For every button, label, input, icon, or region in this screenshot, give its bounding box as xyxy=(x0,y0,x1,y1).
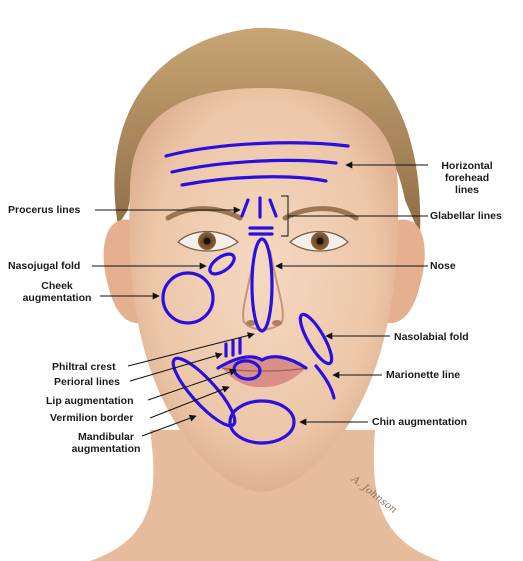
forehead-line-1 xyxy=(164,141,350,158)
label-procerus-lines: Procerus lines xyxy=(8,204,81,216)
label-nose: Nose xyxy=(430,260,456,272)
forehead-line-3 xyxy=(180,175,328,187)
label-philtral-crest: Philtral crest xyxy=(52,361,116,373)
label-horizontal-forehead-lines: Horizontal forehead lines xyxy=(441,160,493,196)
marionette-marker xyxy=(314,364,336,400)
lip-augmentation-marker xyxy=(232,359,262,381)
treatment-markers xyxy=(161,141,350,445)
chin-marker xyxy=(228,399,296,445)
arrows xyxy=(92,161,428,437)
forehead-line-2 xyxy=(170,158,338,174)
label-glabellar-lines: Glabellar lines xyxy=(430,210,502,222)
left-eyebrow xyxy=(165,206,243,221)
label-mandibular-augmentation: Mandibular augmentation xyxy=(71,431,141,455)
neck xyxy=(90,430,440,561)
label-marionette-line: Marionette line xyxy=(386,369,461,381)
nose-marker xyxy=(250,237,274,333)
right-eyebrow xyxy=(282,206,359,221)
hair xyxy=(114,27,421,236)
label-chin-augmentation: Chin augmentation xyxy=(372,416,468,428)
label-nasolabial-fold: Nasolabial fold xyxy=(394,331,469,343)
procerus-line-1 xyxy=(240,198,250,218)
label-lip-augmentation: Lip augmentation xyxy=(46,395,134,407)
nasolabial-marker xyxy=(298,312,334,366)
nasojugal-marker xyxy=(208,252,236,276)
procerus-line-3 xyxy=(268,198,278,218)
label-nasojugal-fold: Nasojugal fold xyxy=(8,260,81,272)
label-cheek-augmentation: Cheek augmentation xyxy=(22,280,92,304)
lip-marker-outline xyxy=(216,355,308,370)
label-vermilion-border: Vermilion border xyxy=(50,412,134,424)
cheek-marker xyxy=(161,271,215,325)
label-perioral-lines: Perioral lines xyxy=(54,376,120,388)
